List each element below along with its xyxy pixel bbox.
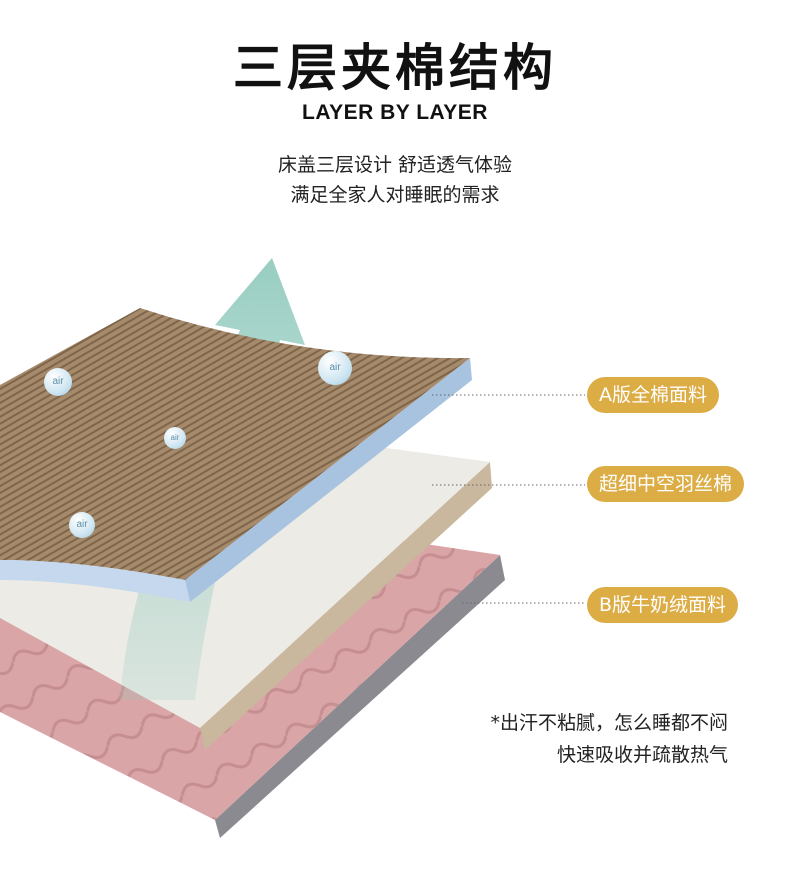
middle-layer-fiber-fill	[0, 443, 492, 750]
air-bubble-icon: air	[44, 368, 72, 396]
note-line-2: 快速吸收并疏散热气	[556, 744, 728, 766]
label-layer-fiber: 超细中空羽丝棉	[587, 466, 745, 502]
page-subtitle: LAYER BY LAYER	[302, 101, 488, 124]
top-layer-cotton	[0, 308, 472, 602]
air-bubble-icon: air	[69, 512, 95, 538]
note-line-1: *出汗不粘腻，怎么睡都不闷	[490, 712, 728, 734]
page-title: 三层夹棉结构	[233, 39, 557, 97]
label-layer-b-velvet: B版牛奶绒面料	[587, 587, 739, 623]
label-layer-a-cotton: A版全棉面料	[587, 377, 719, 413]
description-line-2: 满足全家人对睡眠的需求	[290, 184, 500, 206]
air-bubble-icon: air	[318, 351, 352, 385]
air-bubble-icon: air	[164, 427, 186, 449]
description-line-1: 床盖三层设计 舒适透气体验	[277, 154, 513, 176]
